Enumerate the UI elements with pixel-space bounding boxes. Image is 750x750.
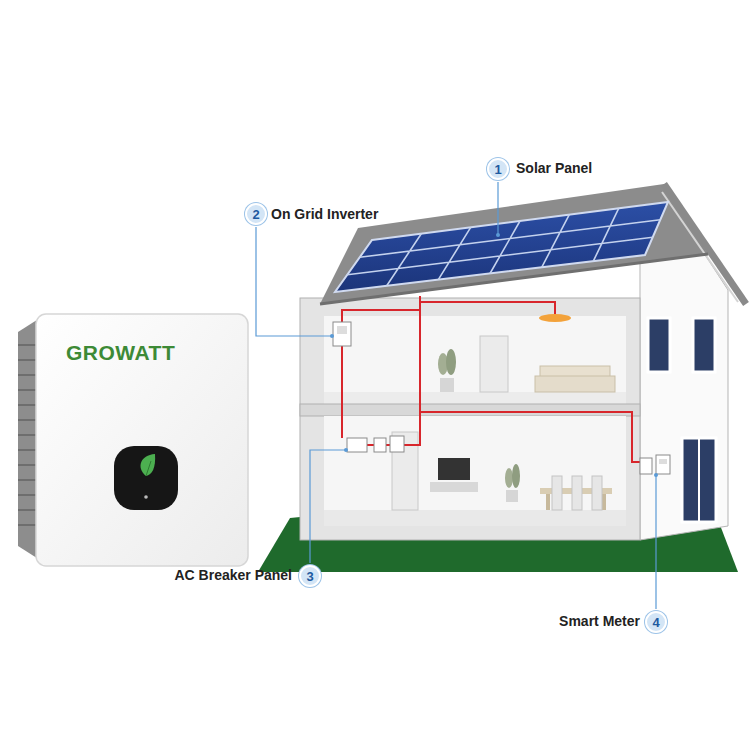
- callout-circle: 4: [645, 611, 667, 633]
- leader-dot: [330, 233, 658, 477]
- dining-table: [546, 494, 550, 510]
- sofa: [535, 366, 615, 392]
- solar-panel-array: [335, 202, 668, 292]
- upper-floor: [324, 392, 626, 404]
- roof: [320, 184, 708, 304]
- wall-inverter: [333, 322, 351, 346]
- callout-circle: 3: [299, 565, 321, 587]
- window: [693, 318, 715, 372]
- leader-dot: [344, 448, 348, 452]
- leaf-icon: [140, 454, 155, 476]
- smart-meter: [640, 458, 652, 474]
- plant: [506, 490, 518, 502]
- breaker-panel: [390, 436, 404, 452]
- lower-room: [324, 416, 626, 526]
- leader-line: [256, 182, 656, 609]
- solar-panel-array: [347, 208, 660, 285]
- leader-line: [497, 182, 498, 235]
- front-wall: [300, 298, 640, 540]
- callout-number: 2: [252, 208, 259, 221]
- breaker-panel: [347, 436, 404, 452]
- plant: [512, 464, 520, 488]
- plant: [440, 378, 454, 392]
- leader-line: [655, 476, 656, 609]
- plant: [505, 468, 513, 488]
- roof: [320, 184, 746, 304]
- breaker-panel: [347, 438, 367, 452]
- glass-door: [698, 438, 700, 522]
- television: [430, 482, 478, 492]
- dining-table: [540, 476, 612, 510]
- callout-label: On Grid Inverter: [271, 207, 378, 222]
- roof: [664, 184, 746, 304]
- lower-floor: [324, 510, 626, 526]
- window: [648, 318, 670, 372]
- red-wiring: [342, 296, 420, 322]
- sofa: [535, 376, 615, 392]
- callout-label: AC Breaker Panel: [174, 568, 292, 583]
- leader-line: [256, 227, 331, 336]
- dining-table: [572, 476, 582, 510]
- red-wiring: [420, 302, 555, 412]
- red-wiring: [420, 412, 640, 462]
- callout-number: 1: [494, 163, 501, 176]
- plant: [505, 464, 520, 502]
- plant: [438, 349, 456, 392]
- upper-room: [324, 316, 626, 404]
- inverter-product: [18, 314, 248, 566]
- brand-logo: GROWATT: [66, 341, 175, 364]
- glass-door: [682, 438, 716, 522]
- inverter-body: [36, 314, 248, 566]
- smart-meter: [659, 459, 667, 464]
- inverter-display: [114, 446, 178, 510]
- leaf-icon: [146, 461, 151, 476]
- leader-dot: [654, 473, 658, 477]
- wall-inverter: [337, 326, 347, 334]
- callout-number: 3: [306, 570, 313, 583]
- callout-circle: 2: [245, 203, 267, 225]
- smart-meter: [656, 455, 670, 474]
- wall-inverter: [333, 322, 351, 346]
- solar-panel-array: [335, 202, 668, 292]
- dining-table: [602, 494, 606, 510]
- ceiling-lamp: [539, 314, 571, 322]
- breaker-panel: [374, 438, 386, 452]
- leader-dot: [330, 334, 334, 338]
- room-door: [480, 336, 508, 392]
- dining-table: [592, 476, 602, 510]
- callout-number: 4: [652, 616, 659, 629]
- callout-label: Solar Panel: [516, 161, 592, 176]
- roof: [662, 192, 738, 302]
- callout-label: Smart Meter: [559, 614, 640, 629]
- television: [430, 458, 478, 492]
- red-wiring: [342, 296, 640, 462]
- callout-circle: 1: [487, 158, 509, 180]
- dining-table: [552, 476, 562, 510]
- leader-dot: [496, 233, 500, 237]
- smart-meter: [640, 455, 670, 474]
- plant: [446, 349, 456, 375]
- leader-line: [310, 450, 345, 563]
- floor-slab: [300, 404, 640, 416]
- red-wiring: [341, 346, 343, 438]
- television: [438, 458, 470, 480]
- status-light: [144, 495, 148, 499]
